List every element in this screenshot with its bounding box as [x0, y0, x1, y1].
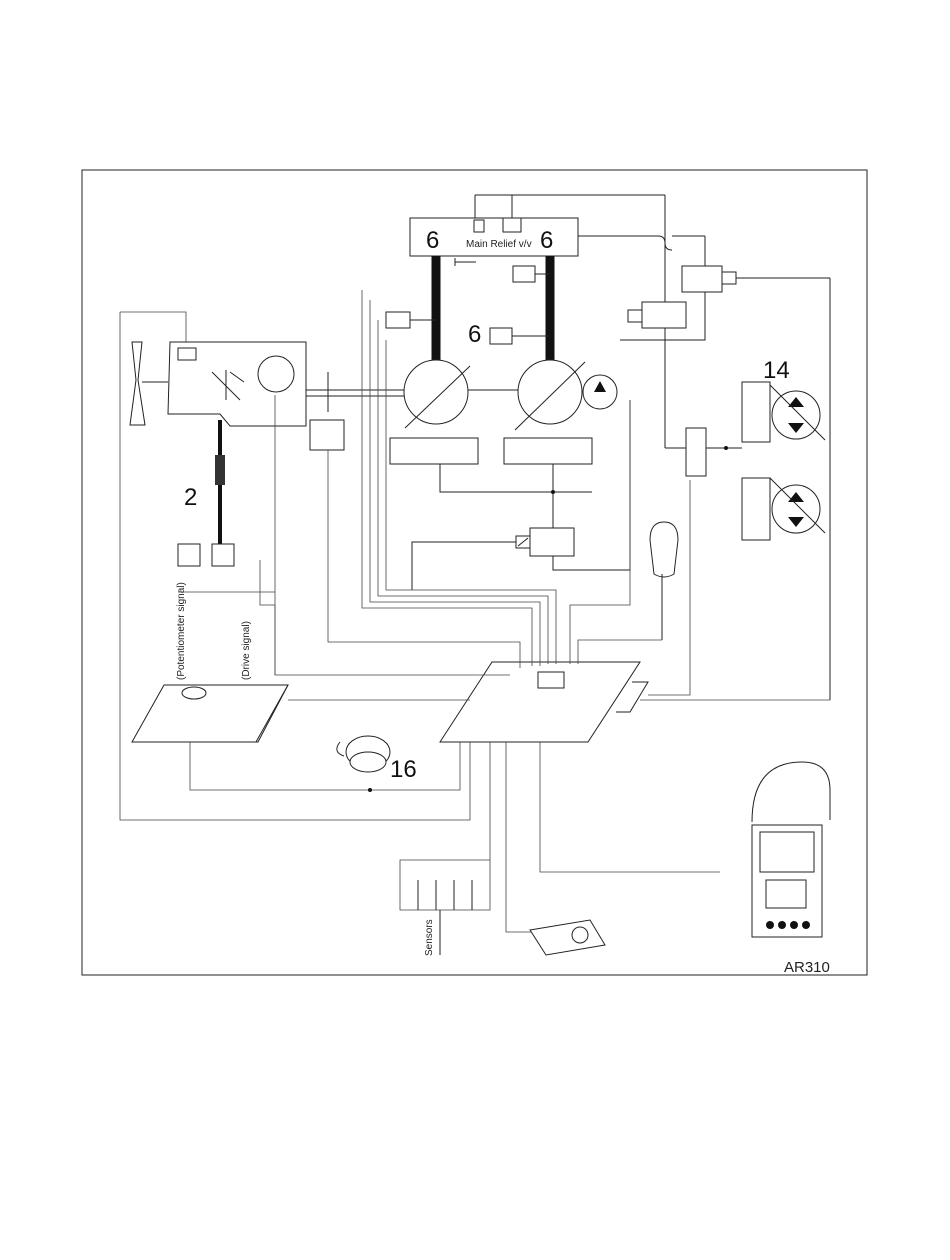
- engine-controller: [132, 685, 288, 742]
- joystick-lever: [650, 522, 678, 640]
- label-6-left: 6: [426, 227, 439, 254]
- label-6-charge: 6: [468, 321, 481, 348]
- solenoid-valve-center: [412, 400, 630, 590]
- pump-6-left: 6: [404, 227, 470, 428]
- regulator-left: [390, 438, 478, 464]
- label-6-right: 6: [540, 227, 553, 254]
- drive-signal-label: (Drive signal): [241, 621, 252, 680]
- circuit-board: [530, 920, 605, 955]
- valve-upper-right: [620, 236, 830, 700]
- label-14: 14: [763, 357, 790, 384]
- label-16: 16: [390, 756, 417, 783]
- regulator-right: [504, 438, 592, 464]
- motor-14-group: 14: [665, 357, 825, 540]
- charge-valve-6: 6: [386, 258, 550, 348]
- figure-code: AR310: [784, 959, 830, 976]
- engine-block: [130, 342, 306, 426]
- potentiometer-signal-label: (Potentiometer signal): [176, 582, 187, 680]
- pump-6-right: 6: [515, 227, 617, 430]
- diagram-frame: [82, 170, 867, 975]
- sensors-label: Sensors: [424, 919, 435, 956]
- main-controller: [440, 662, 648, 742]
- relief-valve-block: Main Relief v/v: [410, 195, 705, 380]
- cab-monitor: [752, 762, 830, 937]
- throttle-link-2: 2: [178, 420, 234, 566]
- coupling-box: [310, 420, 344, 450]
- label-2: 2: [184, 484, 197, 511]
- speed-dial-16: 16: [337, 736, 417, 792]
- relief-valve-label: Main Relief v/v: [466, 239, 532, 250]
